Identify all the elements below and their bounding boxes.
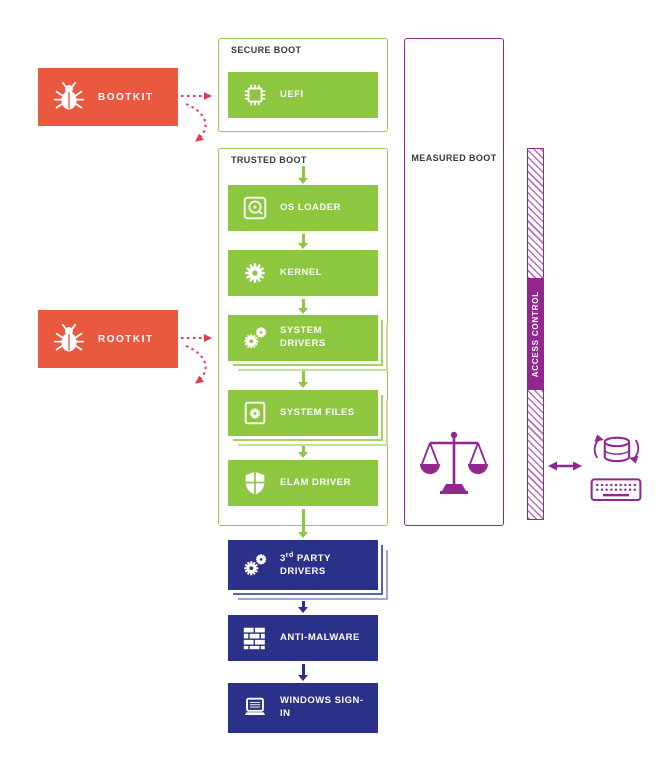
access-control-label: ACCESS CONTROL (530, 290, 540, 378)
server-keyboard-icon (586, 432, 646, 508)
chip-icon (241, 81, 269, 109)
flow-arrow (298, 234, 308, 249)
brick-wall-icon (241, 624, 269, 652)
scales-icon (420, 428, 488, 500)
flow-arrow (298, 371, 308, 388)
node-uefi: UEFI (228, 72, 378, 118)
node-third-party-drivers: 3rd PARTY DRIVERS (228, 540, 378, 590)
gear-icon (241, 259, 269, 287)
bug-icon (53, 81, 85, 113)
flow-arrow (298, 166, 308, 184)
secure-boot-title: SECURE BOOT (231, 45, 302, 55)
node-kernel: KERNEL (228, 250, 378, 296)
node-label: SYSTEM DRIVERS (280, 325, 326, 349)
node-label: OS LOADER (280, 201, 341, 213)
threat-label: BOOTKIT (98, 91, 154, 103)
shield-icon (241, 469, 269, 497)
access-control-label-strip: ACCESS CONTROL (526, 278, 544, 390)
flow-arrow (298, 509, 308, 538)
flow-arrow (298, 299, 308, 314)
node-label: SYSTEM FILES (280, 406, 355, 418)
node-elam-driver: ELAM DRIVER (228, 460, 378, 506)
node-label: WINDOWS SIGN-IN (280, 695, 364, 719)
threat-label: ROOTKIT (98, 333, 154, 345)
attestation-double-arrow (548, 461, 582, 471)
bootkit-threat-box: BOOTKIT (38, 68, 178, 126)
node-system-files: SYSTEM FILES (228, 390, 378, 436)
gears-icon (241, 551, 269, 579)
node-system-drivers: SYSTEM DRIVERS (228, 315, 378, 361)
measured-boot-title: MEASURED BOOT (411, 153, 497, 163)
bug-icon (53, 323, 85, 355)
disk-icon (241, 194, 269, 222)
trusted-boot-title: TRUSTED BOOT (231, 155, 307, 165)
flow-arrow (298, 664, 308, 681)
flow-arrow (298, 601, 308, 613)
flow-arrow (298, 446, 308, 458)
bootkit-deflect-arrow (185, 103, 207, 142)
gears-icon (241, 324, 269, 352)
rootkit-deflect-arrow (185, 345, 207, 384)
node-label: ANTI-MALWARE (280, 631, 360, 643)
node-label: KERNEL (280, 266, 323, 278)
node-os-loader: OS LOADER (228, 185, 378, 231)
node-anti-malware: ANTI-MALWARE (228, 615, 378, 661)
node-label: UEFI (280, 88, 304, 100)
rootkit-threat-box: ROOTKIT (38, 310, 178, 368)
laptop-icon (241, 694, 269, 722)
node-label: 3rd PARTY DRIVERS (280, 552, 331, 578)
file-gear-icon (241, 399, 269, 427)
node-label: ELAM DRIVER (280, 476, 351, 488)
node-windows-sign-in: WINDOWS SIGN-IN (228, 683, 378, 733)
access-control-bar: ACCESS CONTROL (526, 148, 544, 520)
